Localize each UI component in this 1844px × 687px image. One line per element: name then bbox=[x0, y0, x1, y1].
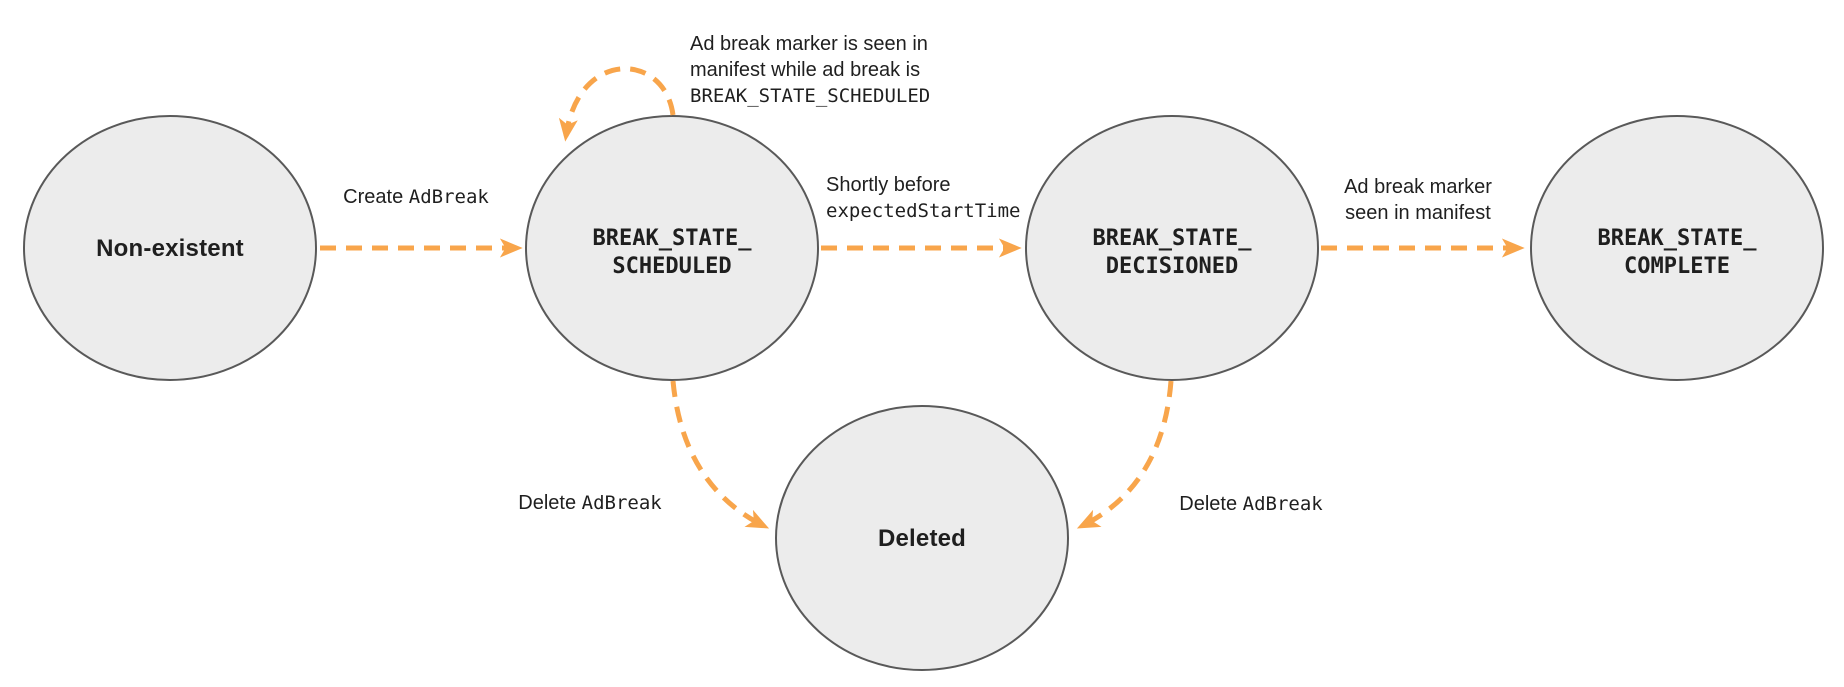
state-label-break-state-complete: BREAK_STATE_ COMPLETE bbox=[1598, 225, 1757, 281]
edge-label-code: BREAK_STATE_SCHEDULED bbox=[690, 85, 931, 107]
edge-label-delete-adbreak-left: Delete AdBreak bbox=[518, 490, 661, 516]
state-label-deleted: Deleted bbox=[877, 525, 967, 552]
edge-label-code: AdBreak bbox=[1242, 493, 1323, 515]
edge-label-text: Delete bbox=[1179, 493, 1243, 515]
state-label-non-existent: Non-existent bbox=[96, 235, 244, 262]
edge-label-code: AdBreak bbox=[581, 492, 662, 514]
state-node-break-state-scheduled bbox=[525, 115, 819, 381]
state-label-line: DECISIONED bbox=[1105, 254, 1239, 279]
edge-label-line: Ad break marker is seen in bbox=[690, 33, 928, 55]
edge-label-line: seen in manifest bbox=[1345, 202, 1491, 224]
state-node-break-state-decisioned bbox=[1025, 115, 1319, 381]
state-label-break-state-scheduled: BREAK_STATE_ SCHEDULED bbox=[593, 225, 752, 281]
edge-label-text: Create bbox=[343, 186, 409, 208]
edge-label-shortly-before: Shortly before expectedStartTime bbox=[826, 172, 1020, 224]
edge-label-line: Shortly before bbox=[826, 174, 951, 196]
state-label-line: BREAK_STATE_ bbox=[592, 226, 752, 251]
edge-label-self-loop: Ad break marker is seen in manifest whil… bbox=[690, 31, 930, 109]
edge-label-code: expectedStartTime bbox=[826, 200, 1021, 222]
edge-label-create-adbreak: Create AdBreak bbox=[343, 184, 489, 210]
edge-label-marker-seen: Ad break marker seen in manifest bbox=[1344, 174, 1492, 226]
state-label-break-state-decisioned: BREAK_STATE_ DECISIONED bbox=[1093, 225, 1252, 281]
state-label-line: BREAK_STATE_ bbox=[1092, 226, 1252, 251]
edge-label-text: Delete bbox=[518, 492, 582, 514]
state-label-line: SCHEDULED bbox=[612, 254, 732, 279]
state-node-break-state-complete bbox=[1530, 115, 1824, 381]
transition-arrow-delete-from-decisioned bbox=[1076, 380, 1174, 529]
edge-label-line: manifest while ad break is bbox=[690, 59, 921, 81]
state-label-line: COMPLETE bbox=[1624, 254, 1730, 279]
edge-label-line: Ad break marker bbox=[1344, 176, 1492, 198]
state-label-line: BREAK_STATE_ bbox=[1597, 226, 1757, 251]
transition-arrow-self-loop-scheduled bbox=[558, 66, 676, 142]
state-node-non-existent bbox=[23, 115, 317, 381]
state-node-deleted bbox=[775, 405, 1069, 671]
edge-label-code: AdBreak bbox=[408, 186, 489, 208]
transition-arrow-delete-from-scheduled bbox=[670, 380, 770, 529]
edge-label-delete-adbreak-right: Delete AdBreak bbox=[1179, 491, 1322, 517]
